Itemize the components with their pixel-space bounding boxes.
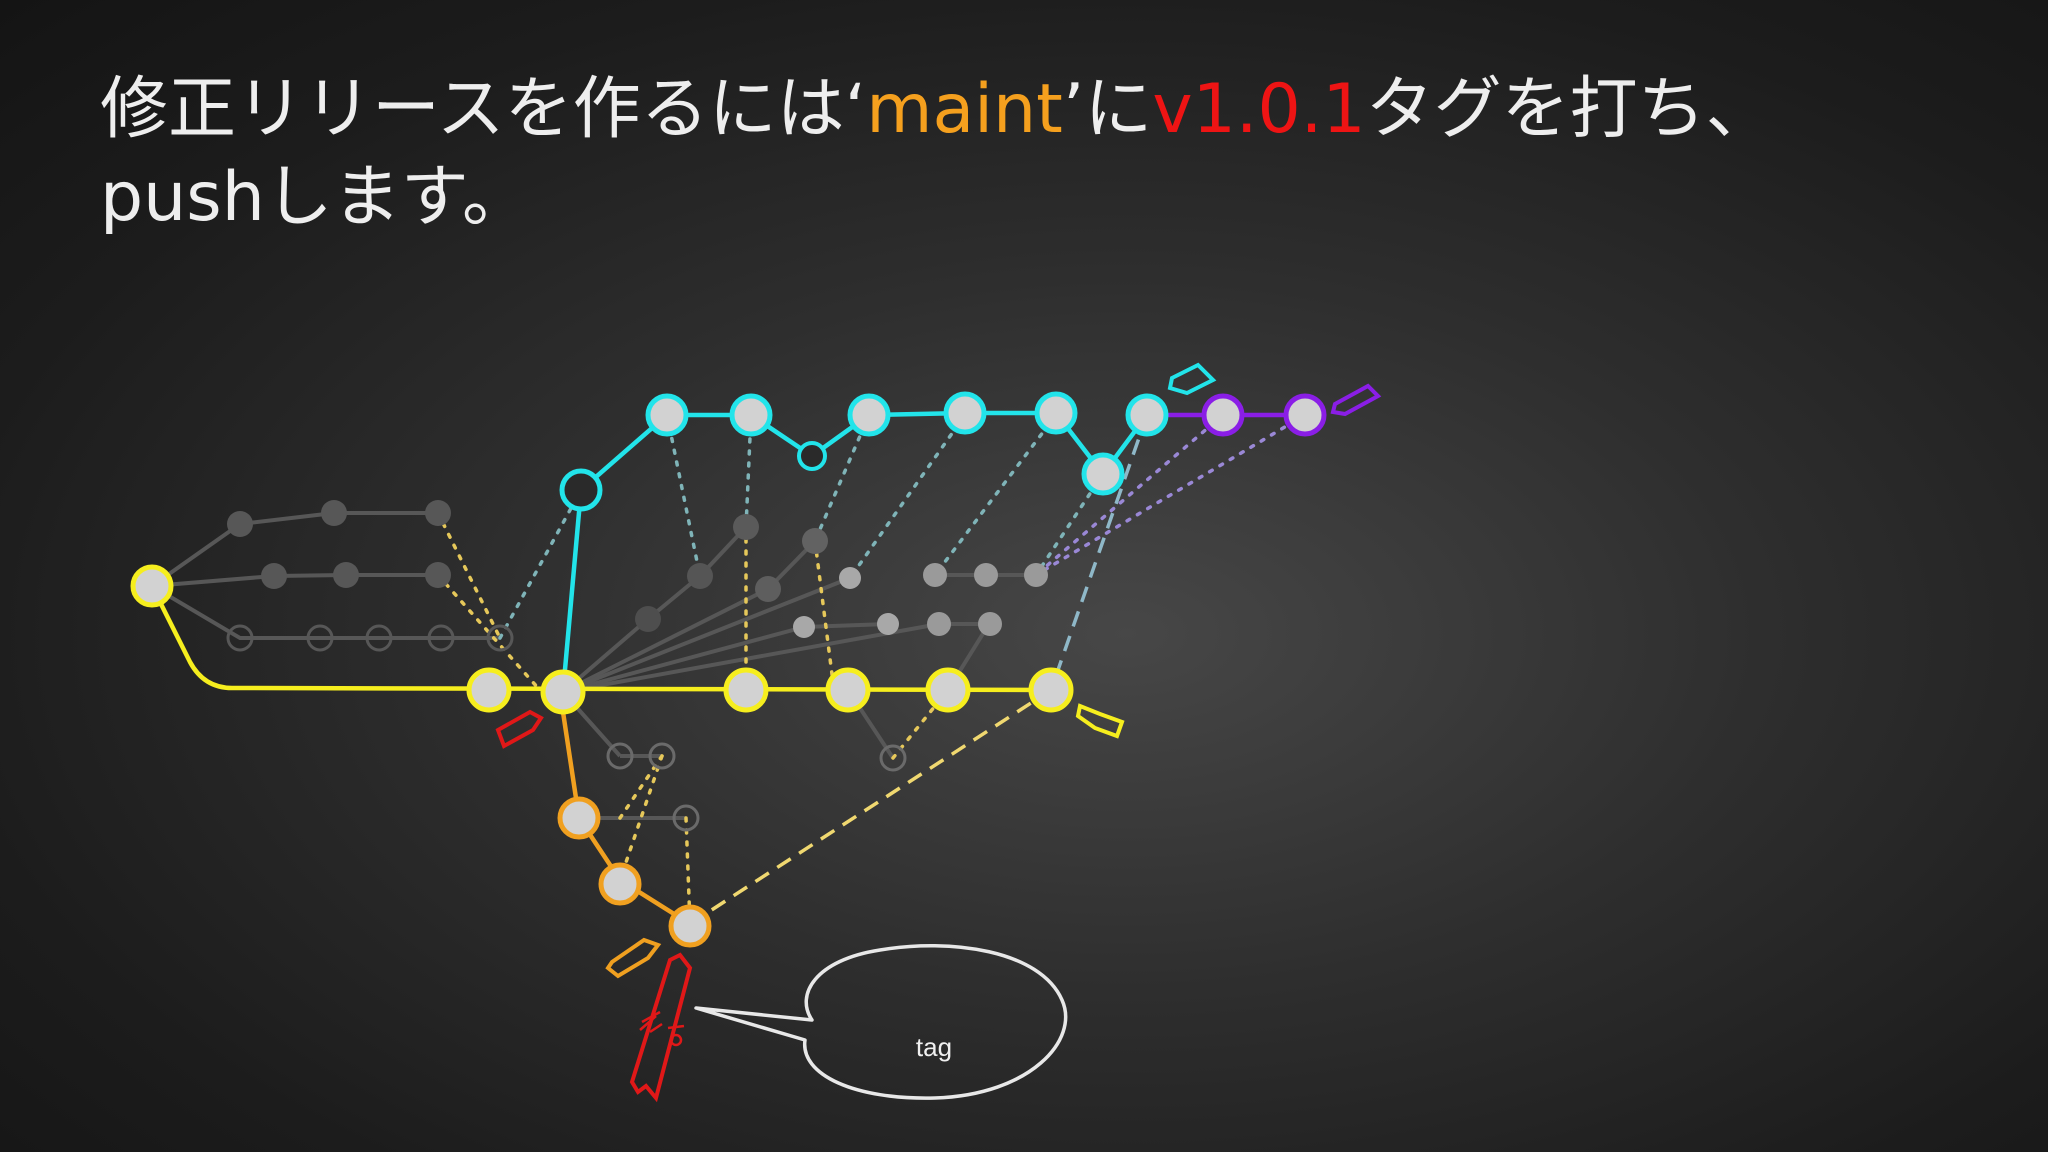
maint-commit <box>557 796 601 840</box>
faded-commit <box>802 528 828 554</box>
faded-commit <box>365 624 393 652</box>
next-commit <box>943 391 987 435</box>
title-text-2: ’に <box>1062 70 1153 149</box>
faded-commit <box>733 514 759 540</box>
faded-commit <box>672 804 700 832</box>
faded-commit <box>648 742 676 770</box>
faded-commit <box>978 612 1002 636</box>
faded-commit <box>261 563 287 589</box>
next-commit <box>797 441 827 471</box>
dashed-next-to-master <box>1049 414 1149 691</box>
faded-commit <box>793 616 815 638</box>
faded-commit <box>306 624 334 652</box>
faded-commit <box>839 567 861 589</box>
maint-commit-tagged <box>668 904 712 948</box>
master-commit <box>540 669 586 715</box>
callout-shape <box>694 944 1068 1100</box>
faded-commit <box>1024 563 1048 587</box>
maint-commit <box>598 862 642 906</box>
master-commit <box>925 667 971 713</box>
title-branch-name: maint <box>866 70 1063 149</box>
faded-commit <box>606 742 634 770</box>
next-commit <box>1081 452 1125 496</box>
faded-commit <box>755 576 781 602</box>
next-commit <box>645 393 689 437</box>
next-commit <box>729 393 773 437</box>
faded-commit <box>877 613 899 635</box>
master-branch-line <box>149 584 1052 693</box>
next-branch-head-marker <box>1167 362 1217 396</box>
faded-commit <box>427 624 455 652</box>
slide-title: 修正リリースを作るには‘maint’にv1.0.1タグを打ち、pushします。 <box>100 66 1900 242</box>
faded-topic-branches <box>150 511 1036 820</box>
dotted-cyan-links <box>498 413 1105 640</box>
faded-commit <box>425 500 451 526</box>
maint-branch-head-marker <box>605 937 662 979</box>
master-branch-head-marker <box>1075 703 1125 739</box>
title-text-1: 修正リリースを作るには‘ <box>100 70 867 149</box>
pu-branch-head-marker <box>1330 383 1382 417</box>
dotted-purple-links <box>1034 413 1307 577</box>
faded-commit <box>333 562 359 588</box>
faded-commit <box>923 563 947 587</box>
pu-commit <box>1283 393 1327 437</box>
tag-label-scribble <box>639 1010 685 1047</box>
callout-label: tag <box>916 1032 952 1062</box>
next-commit <box>559 468 603 512</box>
root-commit <box>130 564 174 608</box>
dashed-maint-to-master <box>689 688 1052 926</box>
pu-commit <box>1201 393 1245 437</box>
next-commit <box>1034 391 1078 435</box>
faded-commit <box>226 624 254 652</box>
master-commit <box>825 667 871 713</box>
faded-nodes <box>226 500 1048 832</box>
faded-commit <box>687 563 713 589</box>
next-commit <box>847 393 891 437</box>
title-tag-name: v1.0.1 <box>1152 70 1366 149</box>
faded-commit <box>486 624 514 652</box>
old-release-tag-marker <box>495 709 544 749</box>
new-tag-marker <box>629 952 693 1103</box>
master-commit <box>466 667 512 713</box>
faded-commit <box>879 744 907 772</box>
title-text-3: タグを打ち、pushします。 <box>100 70 1774 237</box>
master-commit <box>1028 667 1074 713</box>
master-commit <box>723 667 769 713</box>
faded-commit <box>321 500 347 526</box>
next-commit <box>1125 393 1169 437</box>
faded-commit <box>927 612 951 636</box>
faded-commit <box>635 606 661 632</box>
tag-callout-bubble: tag <box>694 944 1068 1100</box>
faded-commit <box>974 563 998 587</box>
next-branch-line <box>560 410 1149 693</box>
faded-commit <box>425 562 451 588</box>
faded-commit <box>227 511 253 537</box>
